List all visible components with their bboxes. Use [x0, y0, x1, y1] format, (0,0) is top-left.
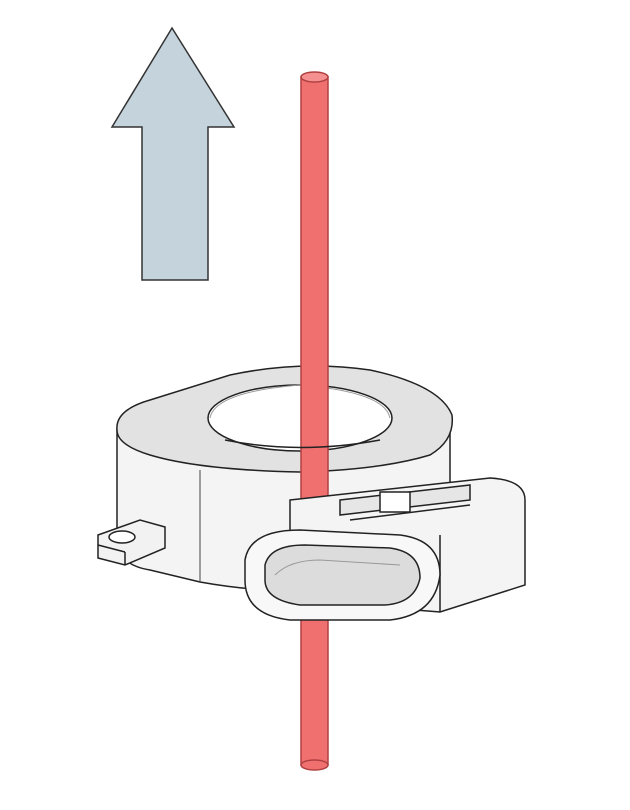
conductor-wire	[300, 71, 329, 771]
mounting-tab	[97, 519, 166, 566]
current-direction-arrow-icon	[110, 26, 236, 281]
sensor-rim	[224, 439, 381, 449]
connector	[244, 477, 526, 621]
current-sensor-body	[116, 365, 454, 593]
